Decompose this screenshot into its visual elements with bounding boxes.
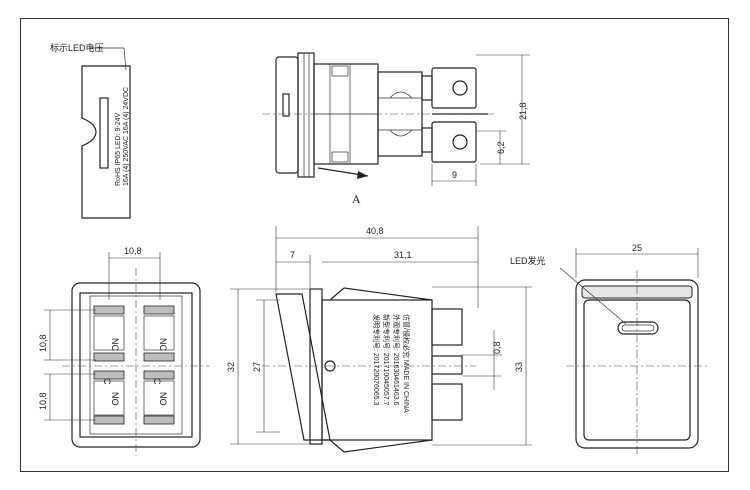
- label-plate-view: 标示LED电压 RoHS IP65 LED: 9-24V 16A (4) 250…: [50, 42, 131, 219]
- dim-rocker-len: 7: [290, 250, 295, 260]
- dim-overall-length: 40,8: [366, 226, 384, 236]
- view-a-label: A: [352, 192, 361, 206]
- dim-right-33: 33: [514, 362, 524, 372]
- body-text-line-4: 仿冒/侵权必究 MADE IN CHINA: [402, 314, 411, 413]
- body-text-line-2: 新型专利号: 201710045057.7: [382, 314, 391, 406]
- rating-line-2: 16A (4) 250VAC 16A (4) 24VDC: [123, 87, 130, 186]
- dim-body-len: 31,1: [394, 250, 412, 260]
- body-text-line-3: 外观专利号: 201630461463.6: [392, 314, 401, 406]
- terminal-c-right: C: [152, 378, 162, 385]
- led-label: LED发光: [510, 255, 546, 266]
- dim-side-height: 21,8: [518, 102, 528, 120]
- dim-terminal-width: 9: [452, 170, 457, 180]
- dim-height-27: 27: [252, 362, 262, 372]
- dim-front-width: 25: [632, 243, 642, 253]
- led-voltage-label: 标示LED电压: [50, 42, 104, 53]
- dim-terminal-gap: 6,2: [496, 141, 506, 154]
- back-view: NC NC NO C C NO 10,8 10,8 10,8: [38, 246, 210, 456]
- dim-top-width: 10,8: [124, 246, 142, 256]
- side-elevation: 发明专利号: 201720076065.3 新型专利号: 20171004505…: [226, 226, 532, 453]
- rating-line-1: RoHS IP65 LED: 9-24V: [115, 113, 122, 186]
- dim-left-h2: 10,8: [38, 392, 48, 410]
- terminal-no-left: NO: [110, 392, 120, 406]
- dim-left-h1: 10,8: [38, 334, 48, 352]
- terminal-nc-left: NC: [110, 338, 120, 351]
- dim-height-32: 32: [226, 362, 236, 372]
- terminal-c-left: C: [102, 378, 112, 385]
- body-text-line-1: 发明专利号: 201720076065.3: [372, 314, 381, 406]
- terminal-no-right: NO: [158, 392, 168, 406]
- dim-pin-0-8: 0,8: [492, 341, 502, 354]
- side-view: A 21,8 6,2 9: [262, 52, 530, 206]
- terminal-nc-right: NC: [158, 338, 168, 351]
- front-view: LED发光 25: [510, 243, 710, 456]
- drawing-frame: [20, 18, 729, 472]
